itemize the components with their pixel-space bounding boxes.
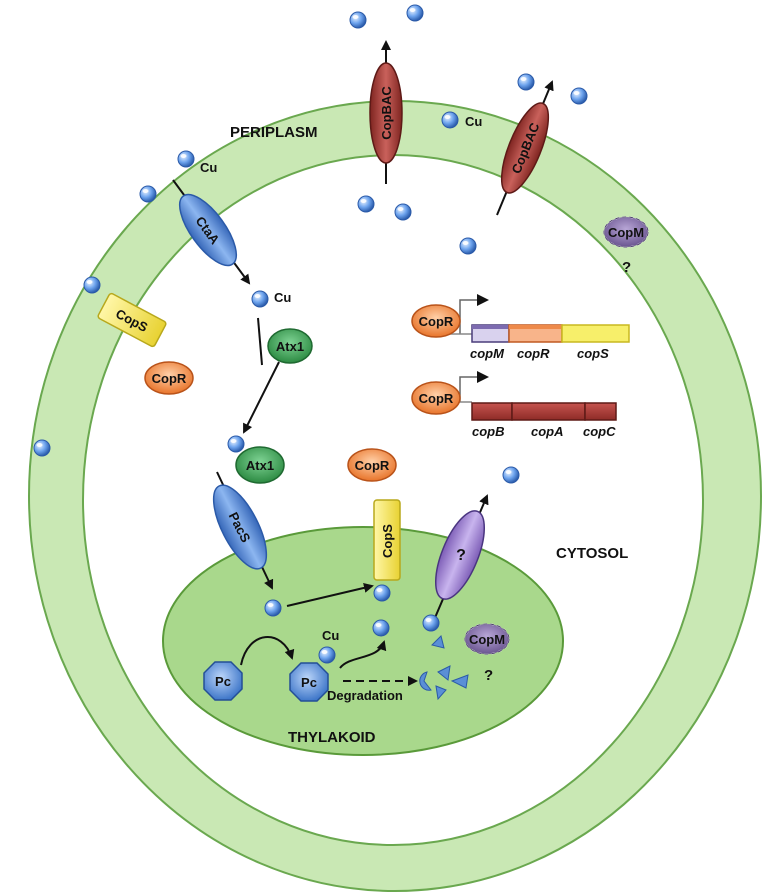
gene-copC-bar (584, 402, 617, 421)
svg-text:CopR: CopR (419, 391, 454, 406)
periplasm-label: PERIPLASM (230, 124, 318, 141)
unknown-transporter: ? (434, 510, 486, 600)
svg-text:Atx1: Atx1 (276, 339, 304, 354)
copR-operon1: CopR (411, 304, 461, 338)
copper-ion (394, 203, 412, 221)
copper-ion (422, 614, 440, 632)
gene-copR-bar-top (509, 325, 562, 329)
copper-ion (33, 439, 51, 457)
gene-copS-bar (561, 324, 630, 343)
promoter-head-1 (477, 294, 489, 306)
svg-text:Pc: Pc (215, 674, 231, 689)
copS-thylakoid-kinase: CopS (373, 499, 401, 581)
gene-copC-label: copC (583, 424, 616, 439)
cu-to-atx1-line (257, 317, 263, 366)
copper-ion (570, 87, 588, 105)
gene-copR-label: copR (517, 346, 550, 361)
cu-release-arrow (339, 640, 387, 669)
gene-copB-bar (471, 402, 513, 421)
copper-ion (139, 185, 157, 203)
cu-to-copS-arrow (286, 582, 374, 607)
promoter-arrow-operon2 (459, 376, 478, 402)
svg-text:CopR: CopR (355, 458, 390, 473)
degraded-fragments (419, 635, 469, 701)
gene-copS-label: copS (577, 346, 609, 361)
copper-ion (502, 466, 520, 484)
copper-ion (517, 73, 535, 91)
svg-text:CopM: CopM (469, 632, 505, 647)
plastocyanin-left: Pc (203, 661, 243, 701)
cu-label-left: Cu (200, 160, 217, 175)
gene-copA-bar (511, 402, 586, 421)
copper-ion (459, 237, 477, 255)
cytosol-label: CYTOSOL (556, 545, 628, 562)
svg-text:?: ? (456, 547, 466, 564)
svg-text:CopR: CopR (152, 371, 187, 386)
copper-ion (349, 11, 367, 29)
pacS-transporter: PacS (212, 484, 268, 570)
degradation-label: Degradation (327, 688, 403, 703)
promoter-head-2 (477, 371, 489, 383)
copM-periplasm: CopM (603, 216, 649, 248)
cu-label-top: Cu (465, 114, 482, 129)
copbac-top-transporter: CopBAC (369, 62, 403, 164)
pc-loading-arrow (240, 636, 295, 666)
plastocyanin-right: Pc (289, 662, 329, 702)
svg-text:CopS: CopS (380, 524, 395, 558)
gene-copM-label: copM (470, 346, 505, 361)
copR-cytosol-center: CopR (347, 448, 397, 482)
copM-thylakoid: CopM (464, 623, 510, 655)
atx1-to-copper-arrow (243, 361, 280, 434)
cu-label-thylakoid: Cu (322, 628, 339, 643)
copS-membrane-kinase: CopS (97, 292, 167, 348)
copper-ion (251, 290, 269, 308)
gene-copM-bar-top (472, 325, 509, 329)
copper-ion (264, 599, 282, 617)
copper-ion (318, 646, 336, 664)
copper-ion (83, 276, 101, 294)
svg-text:Pc: Pc (301, 675, 317, 690)
copper-ion (177, 150, 195, 168)
copper-ion (441, 111, 459, 129)
copper-ion (373, 584, 391, 602)
atx1-top: Atx1 (267, 328, 313, 364)
copper-ion (406, 4, 424, 22)
svg-text:CopR: CopR (419, 314, 454, 329)
gene-copB-label: copB (472, 424, 505, 439)
copper-ion (227, 435, 245, 453)
copper-ion (357, 195, 375, 213)
copR-cytosol-left: CopR (144, 361, 194, 395)
svg-text:CopM: CopM (608, 225, 644, 240)
copM-periplasm-question: ? (622, 259, 631, 276)
atx1-bottom: Atx1 (235, 446, 285, 484)
copR-operon2: CopR (411, 381, 461, 415)
svg-text:CopBAC: CopBAC (379, 86, 394, 140)
svg-text:Atx1: Atx1 (246, 458, 274, 473)
copM-thylakoid-question: ? (484, 667, 493, 684)
copper-ion (372, 619, 390, 637)
gene-copA-label: copA (531, 424, 564, 439)
cu-label-ctaA: Cu (274, 290, 291, 305)
thylakoid-label: THYLAKOID (288, 729, 376, 746)
